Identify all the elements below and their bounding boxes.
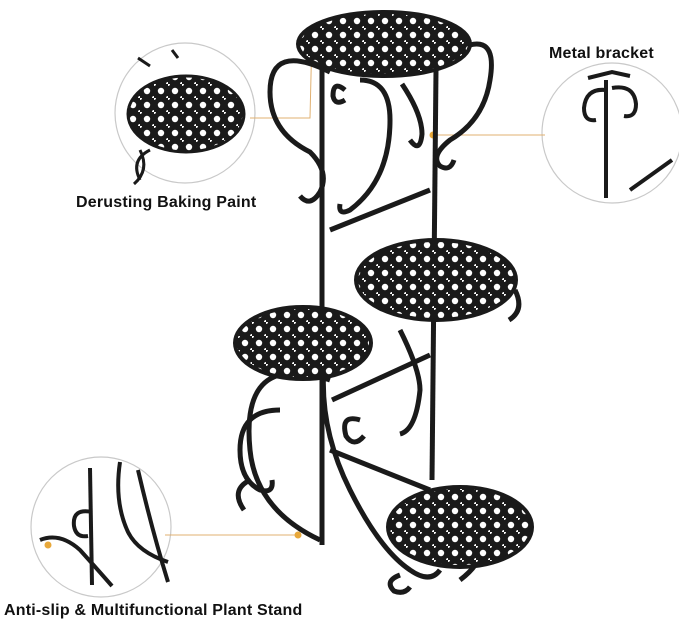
label-anti-slip-stand: Anti-slip & Multifunctional Plant Stand — [4, 602, 303, 619]
tray-bottom-icon — [386, 485, 534, 569]
zoom-circle-top-right — [541, 62, 679, 204]
accent-dot-zoom — [44, 541, 52, 549]
zoom-legs-icon — [39, 461, 170, 588]
zoom-circle-bottom-left — [30, 456, 172, 598]
zoom-bracket-icon — [581, 69, 674, 198]
zoom-tray-icon — [126, 49, 246, 186]
label-metal-bracket: Metal bracket — [549, 45, 654, 62]
label-derusting-paint: Derusting Baking Paint — [76, 194, 257, 211]
tray-top-icon — [296, 10, 472, 78]
tray-mid-right-icon — [354, 238, 518, 322]
accent-dot-bottom — [294, 531, 302, 539]
tray-mid-left-icon — [233, 305, 373, 381]
